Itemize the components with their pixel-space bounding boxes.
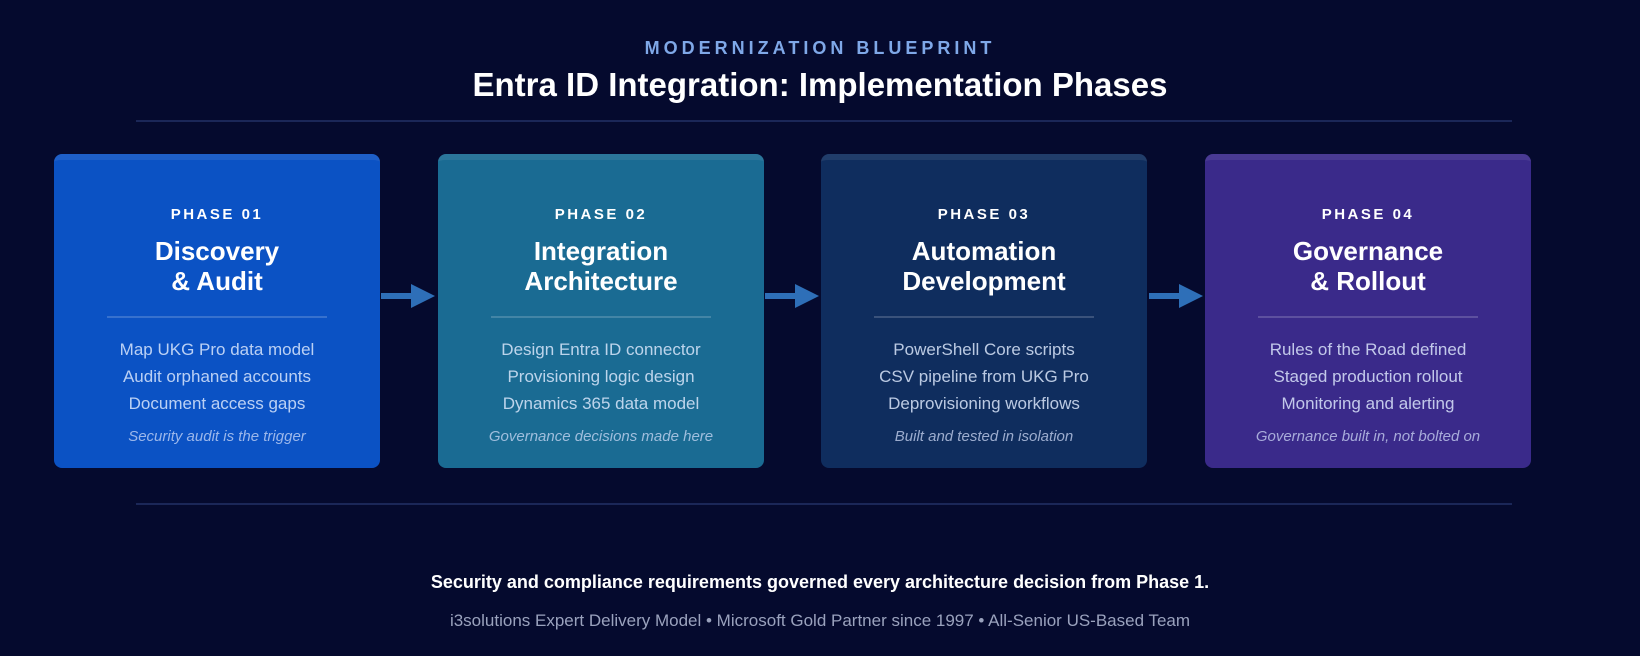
phase-card-4: PHASE 04 Governance & Rollout Rules of t… [1205, 154, 1531, 468]
phase-item: Document access gaps [128, 394, 306, 413]
page-title: Entra ID Integration: Implementation Pha… [472, 66, 1168, 103]
phase-name-line: Development [902, 266, 1066, 296]
phase-item: Design Entra ID connector [501, 340, 701, 359]
phase-card-3: PHASE 03 Automation Development PowerShe… [821, 154, 1147, 468]
footer-statement: Security and compliance requirements gov… [430, 572, 1210, 592]
phase-name-line: & Audit [171, 266, 263, 296]
phase-item: CSV pipeline from UKG Pro [879, 367, 1089, 386]
bottom-divider [136, 503, 1512, 505]
phase-note: Governance decisions made here [488, 428, 714, 445]
phase-items: Rules of the Road defined Staged product… [1205, 336, 1531, 417]
arrow-right-icon [765, 284, 819, 308]
phase-note: Built and tested in isolation [894, 428, 1074, 445]
phase-name: Automation Development [821, 236, 1147, 296]
phase-label: PHASE 01 [170, 206, 264, 223]
phase-note: Security audit is the trigger [128, 428, 306, 445]
phase-note: Governance built in, not bolted on [1255, 428, 1481, 445]
phase-item: Staged production rollout [1273, 367, 1463, 386]
footer-credits: i3solutions Expert Delivery Model • Micr… [449, 611, 1191, 630]
phase-item: Deprovisioning workflows [888, 394, 1080, 413]
phase-items: Map UKG Pro data model Audit orphaned ac… [54, 336, 380, 417]
phase-item: Provisioning logic design [507, 367, 695, 386]
phase-name-line: Integration [533, 236, 669, 266]
phase-card-1: PHASE 01 Discovery & Audit Map UKG Pro d… [54, 154, 380, 468]
phase-name-line: Architecture [524, 266, 678, 296]
phase-item: Dynamics 365 data model [502, 394, 700, 413]
phase-label: PHASE 03 [937, 206, 1031, 223]
top-divider [136, 120, 1512, 122]
phase-item: Map UKG Pro data model [119, 340, 315, 359]
phase-item: Audit orphaned accounts [122, 367, 312, 386]
phase-name: Governance & Rollout [1205, 236, 1531, 296]
phase-label: PHASE 04 [1321, 206, 1415, 223]
phase-item: Monitoring and alerting [1281, 394, 1455, 413]
card-divider [107, 316, 327, 318]
phase-items: Design Entra ID connector Provisioning l… [438, 336, 764, 417]
arrow-right-icon [381, 284, 435, 308]
card-divider [491, 316, 711, 318]
phase-name: Integration Architecture [438, 236, 764, 296]
card-divider [874, 316, 1094, 318]
phase-name-line: Discovery [154, 236, 280, 266]
eyebrow-label: MODERNIZATION BLUEPRINT [644, 38, 996, 58]
phase-card-2: PHASE 02 Integration Architecture Design… [438, 154, 764, 468]
arrow-right-icon [1149, 284, 1203, 308]
phase-item: PowerShell Core scripts [893, 340, 1075, 359]
phase-items: PowerShell Core scripts CSV pipeline fro… [821, 336, 1147, 417]
phase-name-line: & Rollout [1310, 266, 1426, 296]
phase-name-line: Governance [1292, 236, 1444, 266]
phase-label: PHASE 02 [554, 206, 648, 223]
phase-name: Discovery & Audit [54, 236, 380, 296]
card-divider [1258, 316, 1478, 318]
phase-item: Rules of the Road defined [1269, 340, 1467, 359]
phase-name-line: Automation [911, 236, 1057, 266]
